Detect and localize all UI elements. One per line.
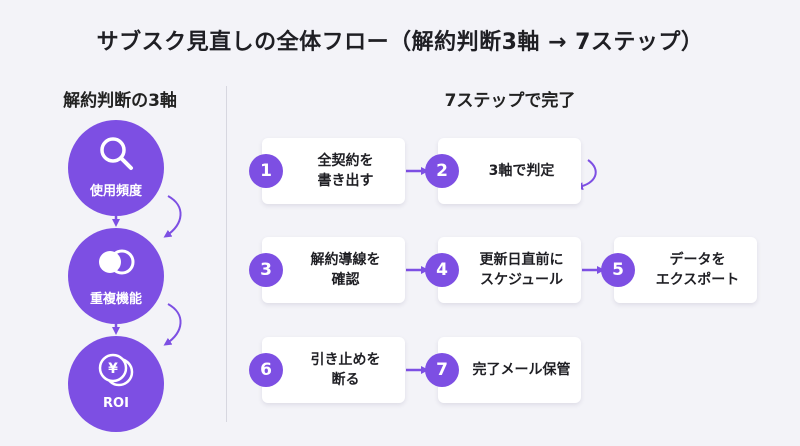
axis-duplicate-features: 重複機能	[68, 228, 164, 324]
step-card-2: 3軸で判定	[438, 138, 581, 204]
magnifier-icon	[100, 137, 133, 170]
step-number-3: 3	[249, 253, 283, 287]
axis-label: ROI	[103, 396, 129, 411]
step-text: 引き止めを 断る	[310, 351, 381, 388]
step-card-6: 引き止めを 断る	[262, 337, 405, 403]
step-number-7: 7	[425, 353, 459, 387]
step-card-1: 全契約を 書き出す	[262, 138, 405, 204]
step-text: データを エクスポート	[655, 251, 740, 288]
curve-arrow-axis-1	[163, 195, 182, 238]
axis-roi: ¥ ROI	[68, 336, 164, 432]
steps-heading: 7ステップで完了	[444, 91, 576, 111]
curve-arrow-step-2	[575, 159, 597, 191]
step-number-2: 2	[425, 154, 459, 188]
step-text: 3軸で判定	[488, 162, 555, 179]
step-number-4: 4	[425, 253, 459, 287]
step-text: 更新日直前に スケジュール	[479, 251, 564, 288]
step-text: 全契約を 書き出す	[317, 152, 374, 189]
axis-label: 使用頻度	[89, 184, 142, 199]
curve-arrow-axis-2	[163, 303, 182, 346]
step-card-3: 解約導線を 確認	[262, 237, 405, 303]
svg-text:¥: ¥	[108, 361, 118, 377]
step-number-6: 6	[249, 353, 283, 387]
overlap-circles-icon	[99, 249, 135, 275]
step-card-4: 更新日直前に スケジュール	[438, 237, 581, 303]
axis-usage-frequency: 使用頻度	[68, 120, 164, 216]
step-card-5: データを エクスポート	[614, 237, 757, 303]
step-text: 解約導線を 確認	[310, 251, 381, 288]
page-title: サブスク見直しの全体フロー（解約判断3軸 → 7ステップ）	[96, 30, 704, 55]
step-number-1: 1	[249, 154, 283, 188]
step-card-7: 完了メール保管	[438, 337, 581, 403]
step-text: 完了メール保管	[472, 361, 571, 378]
section-divider	[226, 86, 227, 422]
yen-coin-icon: ¥	[98, 353, 134, 387]
axis-label: 重複機能	[89, 292, 142, 307]
step-number-5: 5	[601, 253, 635, 287]
axes-heading: 解約判断の3軸	[63, 91, 177, 111]
